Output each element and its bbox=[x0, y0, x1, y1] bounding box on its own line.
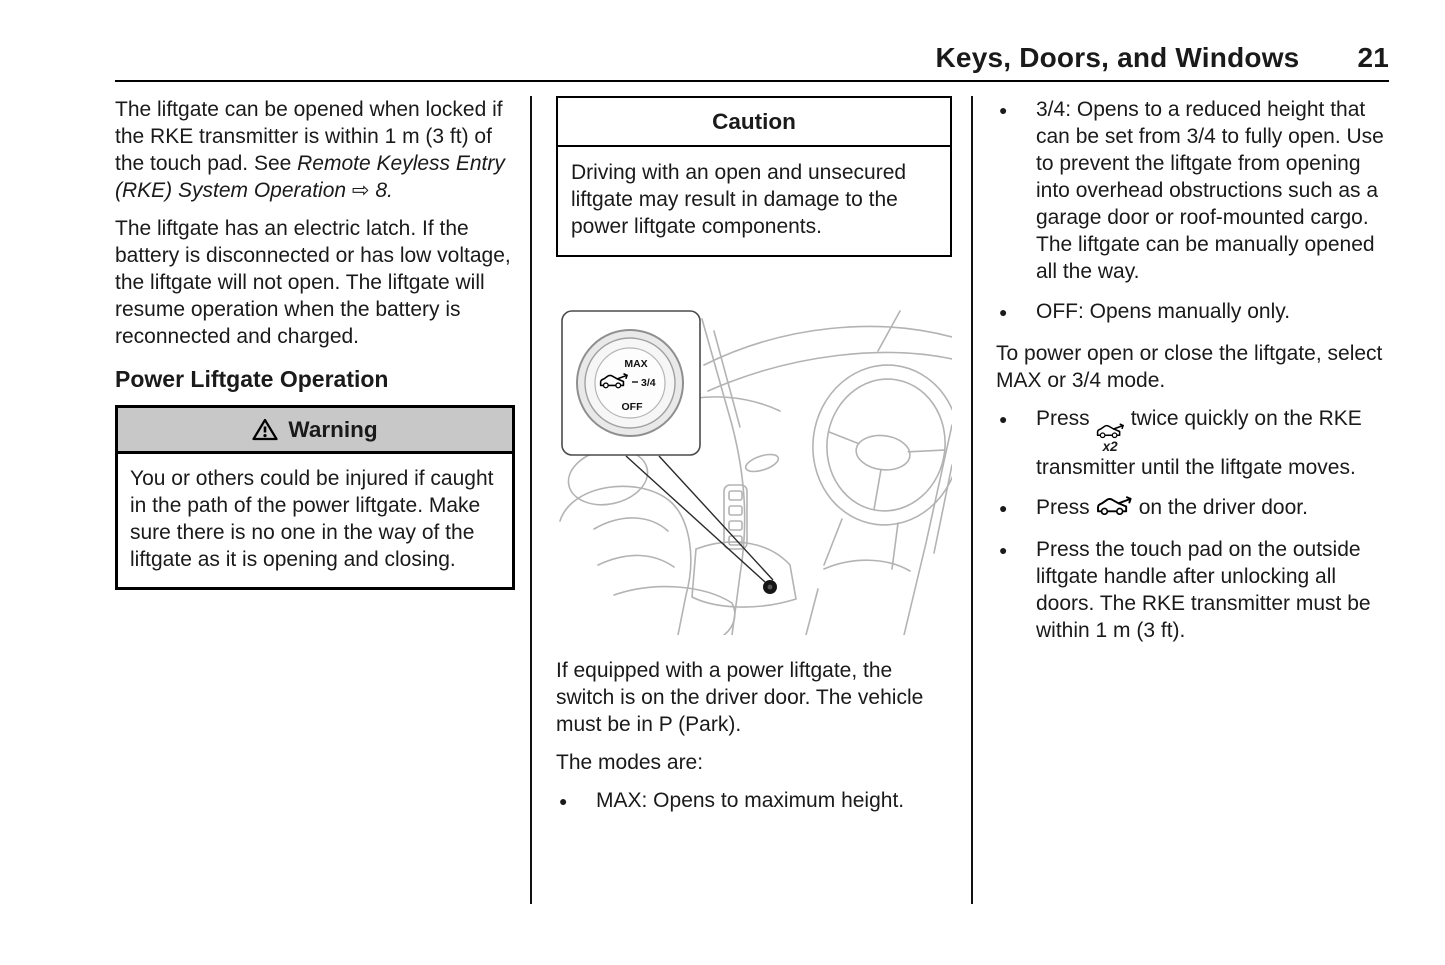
column-middle: Caution Driving with an open and unsecur… bbox=[556, 96, 960, 829]
switch-location-dot-highlight bbox=[767, 584, 773, 590]
bullet-text-rest: twice quickly on the RKE transmitter unt… bbox=[1036, 407, 1362, 479]
column-divider-left bbox=[530, 96, 532, 904]
cross-reference-page: 8. bbox=[375, 179, 393, 202]
cross-reference: Remote Keyless Entry (RKE) System Operat… bbox=[115, 152, 505, 202]
liftgate-x2-rke-button-icon: x2 bbox=[1096, 423, 1125, 454]
callout-lines bbox=[625, 455, 774, 583]
warning-header: Warning bbox=[118, 408, 512, 454]
paragraph-modes-intro: The modes are: bbox=[556, 751, 704, 774]
car-interior-line-art bbox=[559, 310, 960, 636]
warning-body: You or others could be injured if caught… bbox=[130, 467, 494, 571]
bullet-icon bbox=[996, 405, 1036, 481]
bullet-text: MAX: Opens to maximum height. bbox=[596, 789, 905, 812]
paragraph-liftgate-open: The liftgate can be opened when locked i… bbox=[115, 96, 515, 204]
bullet-icon bbox=[556, 787, 596, 816]
bullet-text: Press on the driver door. bbox=[1036, 494, 1392, 523]
bullet-icon bbox=[996, 494, 1036, 523]
switch-label-off: OFF bbox=[622, 401, 644, 413]
caution-box: Caution Driving with an open and unsecur… bbox=[556, 96, 952, 257]
switch-label-three-quarter: 3/4 bbox=[641, 377, 656, 389]
bullet-text-rest: on the driver door. bbox=[1138, 496, 1308, 519]
bullet-off-mode: OFF: Opens manually only. bbox=[996, 298, 1392, 327]
power-liftgate-switch-figure: MAX 3/4 OFF bbox=[556, 307, 960, 642]
press-label: Press bbox=[1036, 496, 1090, 519]
bullet-icon bbox=[996, 536, 1036, 644]
section-heading-power-liftgate-operation: Power Liftgate Operation bbox=[115, 366, 389, 392]
switch-label-max: MAX bbox=[624, 358, 647, 370]
page-number: 21 bbox=[1357, 42, 1389, 73]
driver-door-interior-illustration: MAX 3/4 OFF bbox=[559, 310, 960, 636]
warning-triangle-icon bbox=[252, 418, 279, 441]
bullet-icon bbox=[996, 96, 1036, 285]
chapter-title: Keys, Doors, and Windows bbox=[935, 42, 1300, 73]
paragraph-text: The liftgate can be opened when locked i… bbox=[115, 98, 503, 175]
caution-title: Caution bbox=[558, 98, 950, 147]
bullet-text: Press the touch pad on the outside liftg… bbox=[1036, 538, 1371, 642]
page-header: Keys, Doors, and Windows 21 bbox=[115, 42, 1389, 74]
bullet-press-touch-pad: Press the touch pad on the outside liftg… bbox=[996, 536, 1392, 644]
switch-inset: MAX 3/4 OFF bbox=[561, 310, 701, 456]
column-right: 3/4: Opens to a reduced height that can … bbox=[996, 96, 1392, 657]
caution-body: Driving with an open and unsecured liftg… bbox=[571, 161, 907, 238]
bullet-text: OFF: Opens manually only. bbox=[1036, 300, 1291, 323]
header-rule bbox=[115, 80, 1389, 82]
paragraph-switch-location: If equipped with a power liftgate, the s… bbox=[556, 659, 924, 736]
x2-label: x2 bbox=[1102, 439, 1118, 454]
paragraph-electric-latch: The liftgate has an electric latch. If t… bbox=[115, 217, 511, 348]
warning-box: Warning You or others could be injured i… bbox=[115, 405, 515, 590]
paragraph-power-open-close: To power open or close the liftgate, sel… bbox=[996, 342, 1383, 392]
column-divider-right bbox=[971, 96, 973, 904]
column-left: The liftgate can be opened when locked i… bbox=[115, 96, 515, 590]
cross-reference-arrow-icon: ⇨ bbox=[346, 179, 376, 202]
bullet-three-quarter-mode: 3/4: Opens to a reduced height that can … bbox=[996, 96, 1392, 285]
press-label: Press bbox=[1036, 407, 1090, 430]
bullet-text: 3/4: Opens to a reduced height that can … bbox=[1036, 98, 1384, 283]
liftgate-open-icon bbox=[1096, 496, 1133, 517]
bullet-press-door-switch: Press on the driver door. bbox=[996, 494, 1392, 523]
bullet-max-mode: MAX: Opens to maximum height. bbox=[556, 787, 952, 816]
bullet-icon bbox=[996, 298, 1036, 327]
warning-title: Warning bbox=[288, 417, 378, 442]
